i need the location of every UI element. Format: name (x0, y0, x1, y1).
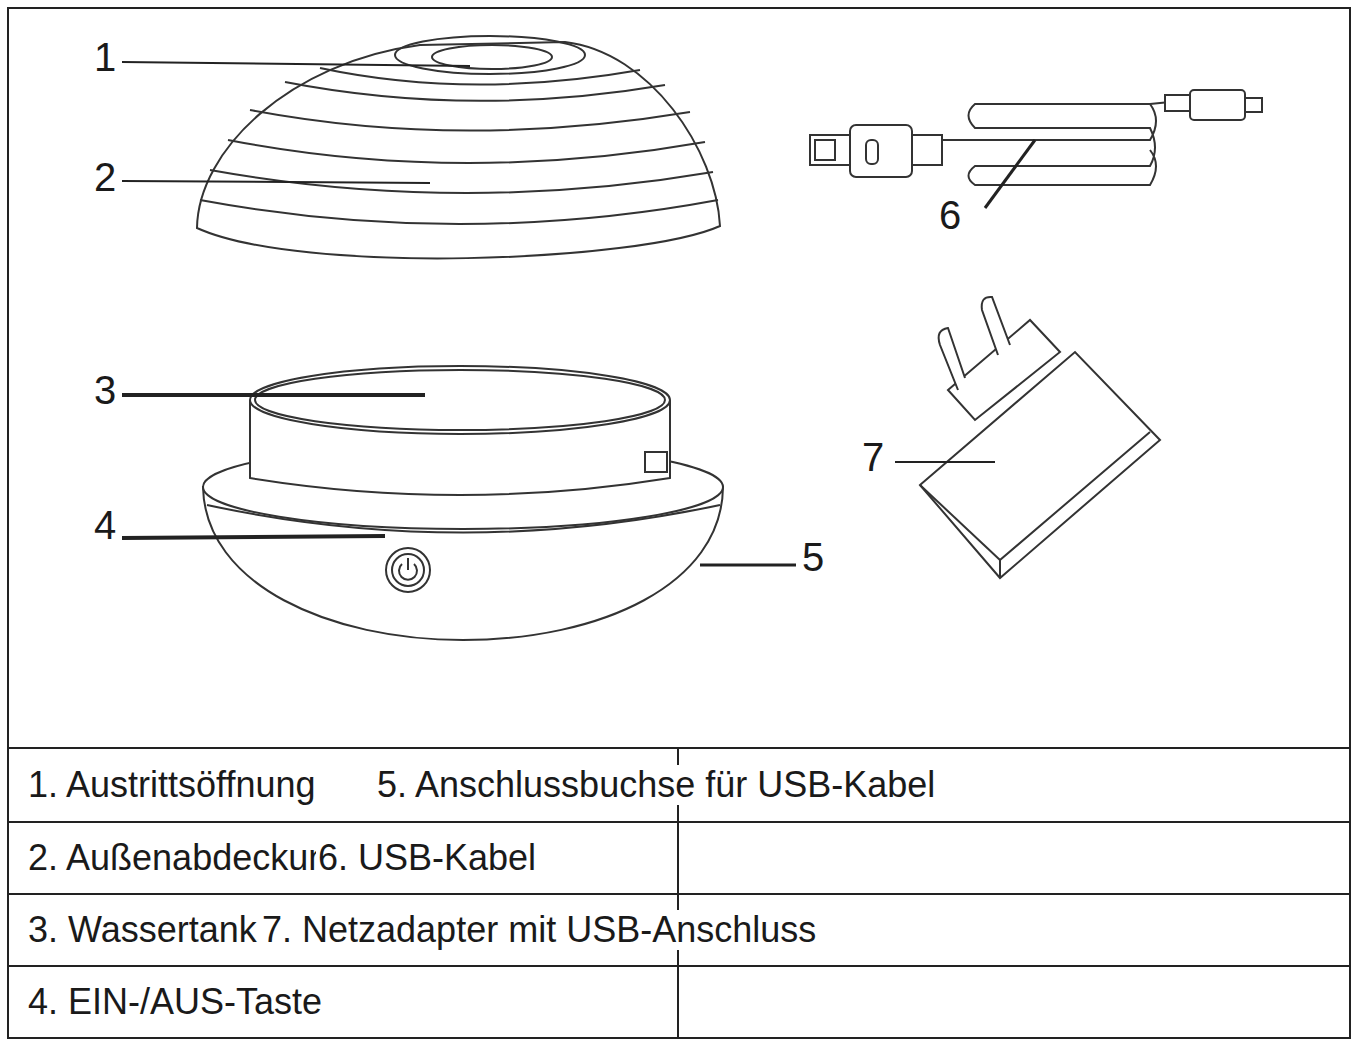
outer-cover-part (320, 68, 640, 85)
legend-table-cell: 1. Austrittsöffnung (26, 765, 318, 805)
legend-table-cell: 6. USB-Kabel (316, 838, 538, 878)
outer-cover-part (395, 36, 585, 74)
power-adapter-part (1000, 432, 1150, 578)
power-button-part (392, 554, 424, 586)
legend-table-cell: 3. Wassertank (26, 910, 259, 950)
leader-line-part (700, 564, 796, 567)
usb-cable-part (1165, 95, 1190, 111)
outer-cover-part (285, 82, 665, 101)
power-button-part (407, 558, 409, 570)
callout-number: 7 (860, 437, 886, 477)
water-tank-part (255, 370, 665, 430)
power-adapter-part (920, 485, 1000, 560)
callout-number: 6 (937, 195, 963, 235)
usb-cable-part (1190, 90, 1245, 120)
leader-line (122, 62, 1035, 565)
legend-table-cell: 5. Anschlussbuchse für USB-Kabel (375, 765, 937, 805)
power-button-part (386, 548, 430, 592)
leader-line-part (122, 393, 425, 397)
legend-table-cell: 7. Netzadapter mit USB-Anschluss (260, 910, 818, 950)
leader-line-part (895, 461, 995, 463)
outer-cover (197, 36, 720, 258)
outer-cover-part (250, 110, 690, 131)
legend-table-cell: 4. EIN-/AUS-Taste (26, 982, 324, 1022)
callout-number: 3 (92, 370, 118, 410)
power-button (386, 548, 430, 592)
outer-cover-part (228, 140, 705, 163)
frame (8, 8, 1350, 1038)
usb-cable-part (810, 135, 850, 165)
water-tank-part (250, 366, 670, 434)
usb-cable-part (940, 104, 1156, 185)
water-tank-part (645, 452, 667, 472)
usb-cable-part (815, 140, 835, 160)
callout-number: 4 (92, 505, 118, 545)
power-adapter (920, 297, 1160, 578)
outer-cover-part (197, 42, 720, 258)
leader-line-part (122, 62, 470, 66)
usb-cable-part (850, 125, 912, 177)
power-adapter-part (982, 297, 1010, 355)
legend-table-cell: 2. Außenabdeckung (26, 838, 350, 878)
outer-cover-part (200, 200, 718, 224)
usb-cable-part (866, 140, 878, 164)
leader-line-part (122, 536, 385, 538)
leader-line-part (122, 181, 430, 183)
callout-number: 5 (800, 537, 826, 577)
usb-cable (810, 90, 1262, 185)
usb-cable-part (912, 135, 942, 165)
water-tank (203, 366, 723, 640)
callout-number: 1 (92, 37, 118, 77)
water-tank-part (207, 505, 720, 533)
power-adapter-part (939, 328, 965, 390)
callout-number: 2 (92, 157, 118, 197)
leader-line-part (985, 140, 1035, 208)
frame-part (8, 8, 1350, 1038)
usb-cable-part (1245, 98, 1262, 112)
